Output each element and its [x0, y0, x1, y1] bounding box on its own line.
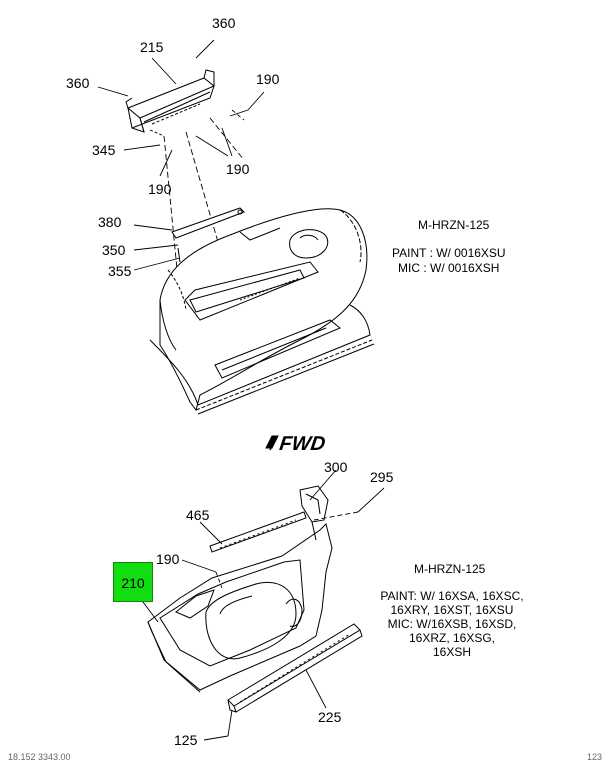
callout-465: 465	[186, 507, 210, 523]
callout-345: 345	[92, 142, 116, 158]
paint-line-5: 16XSH	[432, 645, 472, 659]
highlighted-callout-210[interactable]: 210	[113, 562, 153, 602]
callout-leaders-top	[97, 39, 265, 301]
callout-350: 350	[102, 242, 126, 258]
callout-380: 380	[98, 214, 122, 230]
top-mic-note: MIC : W/ 0016XSH	[398, 261, 500, 275]
footer-right: 123	[586, 752, 602, 762]
bottom-paint-note: PAINT: W/ 16XSA, 16XSC, 16XRY, 16XST, 16…	[372, 589, 532, 659]
callout-360a: 360	[212, 15, 236, 31]
top-paint-note: PAINT : W/ 0016XSU	[392, 246, 506, 260]
callout-210-label: 210	[121, 575, 145, 591]
callout-190c: 190	[226, 161, 250, 177]
top-model-note: M-HRZN-125	[418, 218, 490, 232]
paint-line-1: PAINT: W/ 16XSA, 16XSC,	[380, 589, 524, 603]
callout-355: 355	[108, 263, 132, 279]
callout-leaders-bottom	[139, 469, 385, 741]
paint-line-4: 16XRZ, 16XSG,	[408, 631, 496, 645]
callout-125: 125	[174, 732, 198, 748]
callout-295: 295	[370, 469, 394, 485]
visor-bracket-part	[125, 69, 215, 133]
paint-line-2: 16XRY, 16XST, 16XSU	[390, 603, 514, 617]
fwd-arrow-icon	[265, 435, 279, 451]
strip-part-465	[209, 511, 307, 553]
callout-190a: 190	[256, 71, 280, 87]
door-panel-top	[149, 208, 375, 415]
paint-line-3: MIC: W/16XSB, 16XSD,	[387, 617, 517, 631]
sill-part-225	[227, 623, 363, 713]
callout-225: 225	[318, 709, 342, 725]
callout-300: 300	[324, 459, 348, 475]
fwd-label: FWD	[278, 433, 327, 455]
callout-190d: 190	[156, 551, 180, 567]
callout-190b: 190	[148, 181, 172, 197]
callout-labels-bottom: 300 295 465 190 225 125	[156, 459, 394, 748]
callout-labels-top: 360 215 360 190 345 190 190 380 350 355	[66, 15, 280, 279]
callout-360b: 360	[66, 75, 90, 91]
callout-215: 215	[140, 39, 164, 55]
door-panel-bottom	[147, 485, 333, 693]
strip-part-380	[171, 207, 245, 263]
bottom-model-note: M-HRZN-125	[414, 562, 486, 576]
footer-left: 18.152 3343.00	[8, 752, 71, 762]
